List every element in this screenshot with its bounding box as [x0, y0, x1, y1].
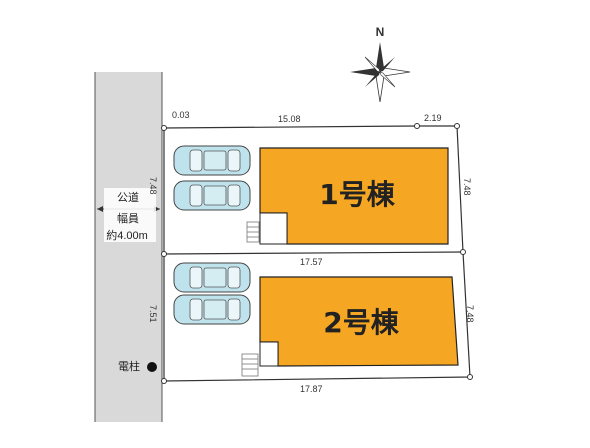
road-width-label: 幅員: [117, 212, 139, 225]
car-icon: [173, 145, 251, 176]
dim-lot2-left: 7.51: [148, 305, 158, 323]
dim-top-left-offset: 0.03: [172, 110, 190, 120]
compass-north-label: N: [376, 25, 385, 39]
lot-divider: [163, 251, 464, 255]
dim-middle: 17.57: [300, 257, 323, 267]
car-icon: [173, 294, 251, 325]
parking-area: [173, 145, 251, 325]
dim-lot2-right: 7.48: [465, 305, 475, 323]
corner-markers: [161, 123, 473, 384]
compass-rose-icon: [350, 42, 411, 103]
dim-lot1-right: 7.48: [462, 178, 472, 196]
utility-pole-label: 電柱: [118, 359, 140, 373]
dim-top-right: 2.19: [424, 113, 442, 123]
building-1-steps: [246, 221, 260, 243]
road-name: 公道: [117, 190, 139, 204]
utility-pole-icon: [147, 362, 157, 372]
building-2-steps: [241, 353, 259, 377]
building-2-label: 2号棟: [323, 306, 399, 339]
road-width-value: 約4.00m: [106, 228, 148, 242]
building-1-label: 1号棟: [319, 178, 395, 211]
car-icon: [173, 262, 251, 293]
dim-lot1-left: 7.48: [148, 177, 158, 195]
dim-bottom: 17.87: [300, 384, 323, 394]
car-icon: [173, 180, 251, 211]
dim-top-main: 15.08: [278, 114, 301, 124]
